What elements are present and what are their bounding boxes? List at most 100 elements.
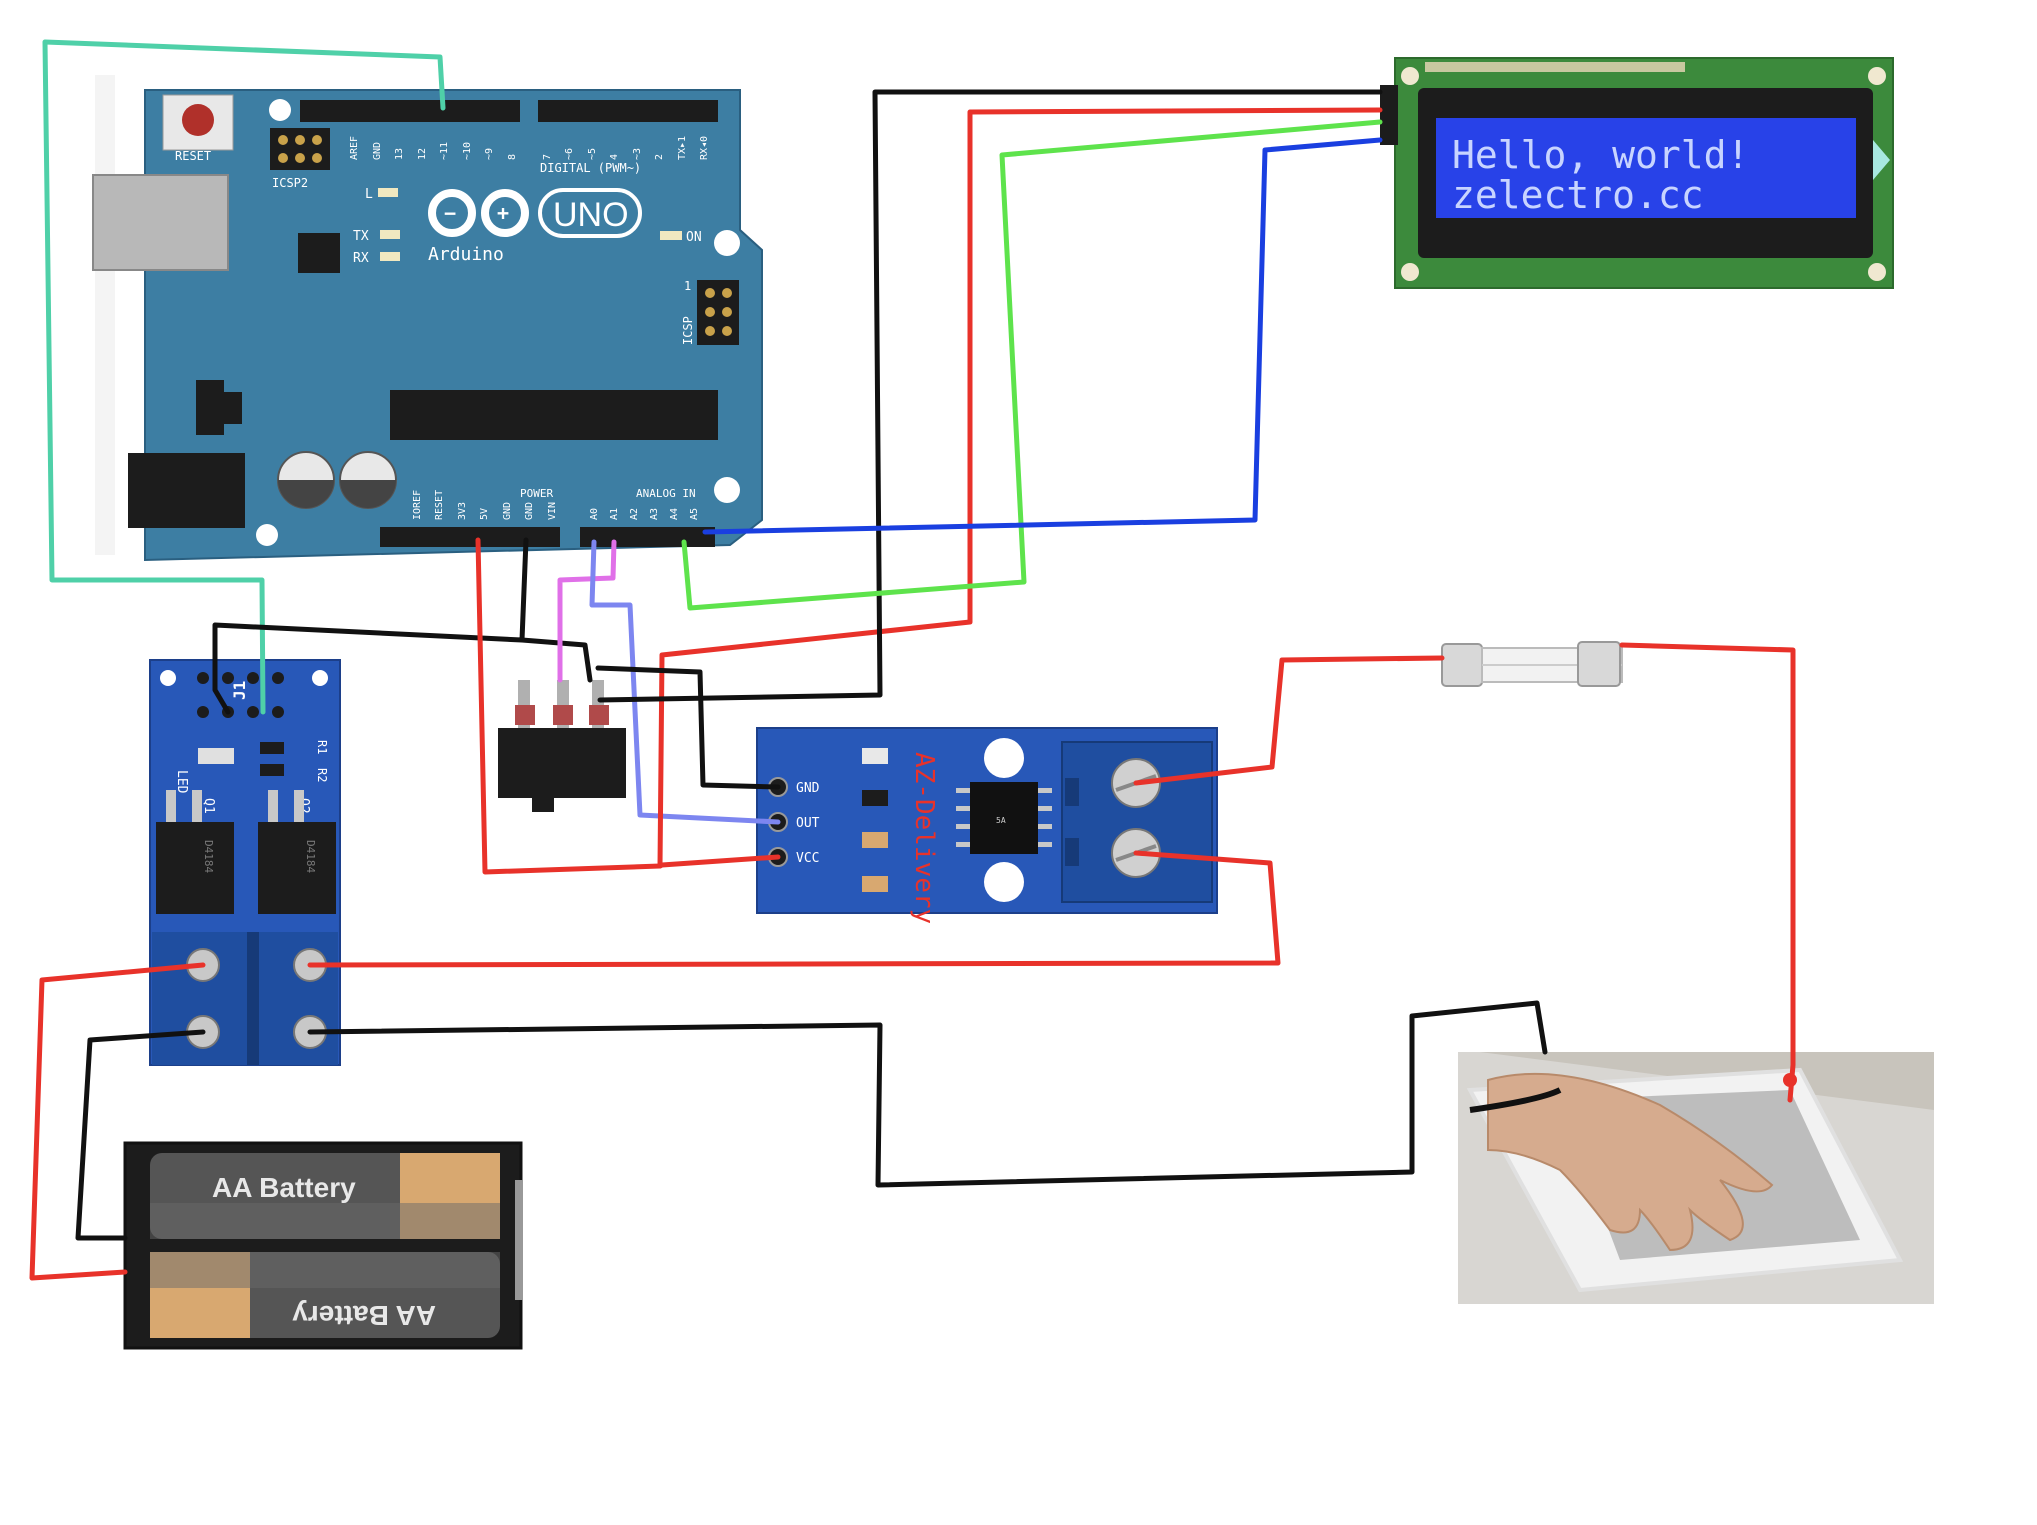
electrode-contact bbox=[1783, 1073, 1797, 1087]
pin-label: A2 bbox=[629, 508, 640, 520]
svg-text:−: − bbox=[444, 201, 456, 225]
arduino-logo: − + bbox=[428, 189, 529, 237]
pin-label: 2 bbox=[654, 154, 665, 160]
pin-label: TX▸1 bbox=[677, 136, 688, 160]
battery-label-bottom: AA Battery bbox=[292, 1300, 436, 1331]
mounting-hole bbox=[269, 99, 291, 121]
pin-label: AREF bbox=[349, 136, 360, 160]
wire-red-5v bbox=[475, 107, 1383, 875]
pin-label: A4 bbox=[669, 508, 680, 520]
mosfet-module: J1 LED R1 R2 Q1 Q2 D4184 D4184 bbox=[149, 659, 341, 1066]
svg-text:5A: 5A bbox=[996, 816, 1006, 825]
acs712-chip: 5A bbox=[956, 782, 1052, 854]
usb-chip bbox=[298, 233, 340, 273]
pin-label: 12 bbox=[417, 148, 428, 160]
reset-button-cap bbox=[182, 104, 214, 136]
pin-label: 5V bbox=[479, 508, 490, 520]
svg-text:+: + bbox=[497, 201, 509, 225]
digital-label: DIGITAL (PWM~) bbox=[540, 161, 641, 175]
digital-header-right bbox=[538, 100, 718, 122]
pin-label: VIN bbox=[547, 502, 558, 520]
on-led bbox=[660, 231, 682, 240]
slide-switch bbox=[498, 680, 626, 812]
vcc-label: VCC bbox=[796, 851, 819, 866]
icsp2-label: ICSP2 bbox=[272, 176, 308, 190]
tx-led bbox=[380, 230, 400, 239]
on-label: ON bbox=[686, 230, 702, 245]
l-led bbox=[378, 188, 398, 197]
voltage-regulator-tab bbox=[224, 392, 242, 424]
j1-label: J1 bbox=[230, 681, 249, 700]
mounting-hole bbox=[1868, 263, 1886, 281]
resistor bbox=[260, 742, 284, 754]
indicator-led bbox=[198, 748, 234, 764]
wire-red-fuse-electrode bbox=[1619, 642, 1796, 1103]
rx-label: RX bbox=[353, 251, 369, 266]
pin-label: A1 bbox=[609, 508, 620, 520]
brand-label: AZ-Delivery bbox=[909, 752, 939, 924]
smd-component bbox=[862, 748, 888, 764]
pin-label: ~10 bbox=[462, 142, 473, 160]
dc-jack bbox=[128, 453, 245, 528]
out-label: OUT bbox=[796, 816, 820, 831]
rx-led bbox=[380, 252, 400, 261]
pin-label: A0 bbox=[589, 508, 600, 520]
mounting-hole bbox=[256, 524, 278, 546]
mosfet-q2: D4184 bbox=[258, 790, 336, 914]
mounting-hole bbox=[312, 670, 328, 686]
wire-teal-pwm bbox=[42, 39, 446, 715]
wire-black-lcd-gnd bbox=[597, 89, 1383, 703]
capacitor bbox=[339, 451, 397, 509]
lcd-line-1: Hello, world! bbox=[1452, 133, 1749, 177]
pin-label: GND bbox=[502, 502, 513, 520]
backlight-arrow bbox=[1873, 140, 1890, 180]
pin-label: RESET bbox=[434, 490, 445, 520]
gnd-label: GND bbox=[796, 781, 820, 796]
pin-label: GND bbox=[372, 142, 383, 160]
icsp-pin1-label: 1 bbox=[684, 279, 691, 293]
wire-red-sensor-fuse bbox=[1133, 655, 1445, 786]
wire-black-battery bbox=[75, 1029, 206, 1241]
wrist-strap bbox=[1469, 1087, 1562, 1113]
pin-label: ~5 bbox=[587, 148, 598, 160]
screw-terminal-block bbox=[152, 932, 338, 1065]
screw-terminal bbox=[1061, 741, 1213, 903]
analog-header bbox=[580, 527, 715, 547]
r2-label: R2 bbox=[315, 768, 329, 782]
pin-label: RX◂0 bbox=[699, 136, 710, 160]
reset-label: RESET bbox=[175, 149, 211, 163]
mounting-hole bbox=[984, 738, 1024, 778]
icsp-label: ICSP bbox=[681, 316, 695, 345]
pin-label: 4 bbox=[609, 154, 620, 160]
lcd-line-2: zelectro.cc bbox=[1452, 173, 1704, 217]
pin-label: IOREF bbox=[412, 490, 423, 520]
wire-black-mosfet-strap bbox=[307, 1000, 1548, 1188]
uno-label: UNO bbox=[553, 196, 629, 234]
smd-component bbox=[862, 790, 888, 806]
power-label: POWER bbox=[520, 487, 553, 500]
smd-component bbox=[862, 832, 888, 848]
smd-component bbox=[862, 876, 888, 892]
grid-backdrop bbox=[95, 75, 115, 555]
wire-pink-switch bbox=[557, 539, 617, 683]
voltage-regulator bbox=[196, 380, 224, 435]
mounting-hole bbox=[1401, 67, 1419, 85]
mosfet-q1: D4184 bbox=[156, 790, 234, 914]
wires bbox=[29, 39, 1797, 1281]
q1-label: Q1 bbox=[201, 798, 216, 814]
pin-label: ~6 bbox=[564, 148, 575, 160]
mounting-hole bbox=[714, 477, 740, 503]
digital-header-left bbox=[300, 100, 520, 122]
pin-label: GND bbox=[524, 502, 535, 520]
lcd-screen bbox=[1436, 118, 1856, 218]
lcd-pin-header bbox=[1425, 62, 1685, 72]
svg-text:D4184: D4184 bbox=[202, 840, 215, 873]
pin-label: 7 bbox=[542, 154, 553, 160]
r1-label: R1 bbox=[315, 740, 329, 754]
lcd-display: Hello, world! zelectro.cc bbox=[1380, 57, 1894, 289]
mounting-hole bbox=[984, 862, 1024, 902]
battery-label-top: AA Battery bbox=[212, 1172, 356, 1203]
